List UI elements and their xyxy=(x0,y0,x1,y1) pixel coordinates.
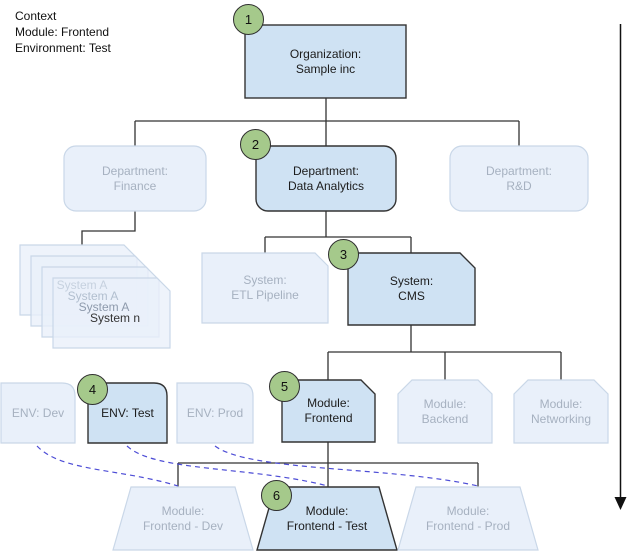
cms-to-modules-connector xyxy=(327,325,562,380)
context-module-line: Module: Frontend xyxy=(15,25,110,39)
system-cms-node-shape xyxy=(347,252,476,326)
flow-direction-arrow-icon xyxy=(614,24,627,510)
system-stack-card-4 xyxy=(52,277,171,349)
finance-to-systems-connector xyxy=(81,211,136,245)
frontend-to-instances-connector xyxy=(177,442,479,487)
env-prod-node-shape xyxy=(176,382,254,444)
organization-node-shape xyxy=(244,24,407,99)
dept-rnd-node-shape xyxy=(449,145,589,212)
instance-test-node-shape xyxy=(256,486,398,551)
context-title: Context xyxy=(15,9,57,23)
system-etl-node-shape xyxy=(201,252,329,324)
dept-finance-node-shape xyxy=(63,145,207,212)
envdev-to-instancedev-dashed-edge xyxy=(36,445,179,487)
step-badge-4: 4 xyxy=(77,374,108,405)
system-stack-label-4: System n xyxy=(89,311,140,325)
system-stack-label-2: System A xyxy=(67,289,119,303)
instance-prod-node-shape xyxy=(397,486,539,551)
module-networking-node-shape xyxy=(513,379,609,444)
org-to-departments-connector xyxy=(134,98,520,146)
instance-dev-node-shape xyxy=(112,486,254,551)
envtest-to-instancetest-dashed-edge xyxy=(126,445,329,487)
dataanalytics-to-systems-connector xyxy=(264,211,412,253)
step-badge-6: 6 xyxy=(261,480,292,511)
system-stack-label-3: System A xyxy=(78,300,130,314)
step-badge-2: 2 xyxy=(240,129,271,160)
env-test-node-shape xyxy=(87,382,168,444)
step-badge-1: 1 xyxy=(233,4,264,35)
step-badge-3: 3 xyxy=(328,239,359,270)
envprod-to-instanceprod-dashed-edge xyxy=(214,445,479,487)
step-badge-5: 5 xyxy=(269,371,300,402)
env-dev-node-shape xyxy=(0,382,76,444)
context-environment-line: Environment: Test xyxy=(15,41,111,55)
system-stack-label-1: System A xyxy=(56,278,108,292)
module-backend-node-shape xyxy=(397,379,493,444)
dept-data-analytics-node-shape xyxy=(255,145,397,212)
context-block: Context Module: Frontend Environment: Te… xyxy=(15,8,111,56)
